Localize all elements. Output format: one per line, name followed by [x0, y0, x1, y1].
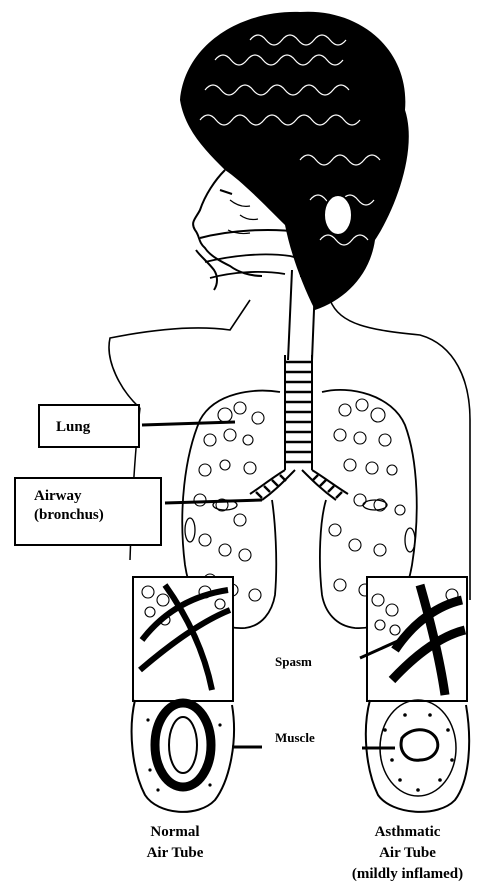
airway-label-line2: (bronchus) — [34, 506, 160, 525]
trachea — [285, 355, 312, 470]
asthmatic-air-tube-caption: Asthmatic Air Tube (mildly inflamed) — [330, 822, 485, 885]
normal-tube-lumen — [169, 717, 197, 773]
cheek-shading — [228, 200, 258, 234]
airway-label-line1: Airway — [34, 487, 160, 506]
asthmatic-tube-lumen — [401, 730, 438, 761]
lung-pointer — [142, 422, 235, 425]
normal-air-tube-caption: Normal Air Tube — [120, 822, 230, 864]
oral-cavity — [205, 254, 303, 278]
lung-label-box: Lung — [38, 404, 140, 448]
hair — [180, 12, 409, 310]
muscle-label: Muscle — [275, 730, 315, 746]
bronchi — [250, 470, 348, 500]
eye — [220, 190, 232, 194]
normal-caption-line1: Normal — [120, 822, 230, 843]
normal-caption-line2: Air Tube — [120, 843, 230, 864]
asthmatic-caption-line3: (mildly inflamed) — [330, 864, 485, 885]
spasm-label: Spasm — [275, 654, 312, 670]
asthmatic-caption-line1: Asthmatic — [330, 822, 485, 843]
lung-label: Lung — [56, 419, 90, 435]
airway-label-box: Airway (bronchus) — [14, 477, 162, 546]
asthmatic-caption-line2: Air Tube — [330, 843, 485, 864]
airway-pointer — [165, 500, 262, 503]
ear — [324, 195, 352, 235]
